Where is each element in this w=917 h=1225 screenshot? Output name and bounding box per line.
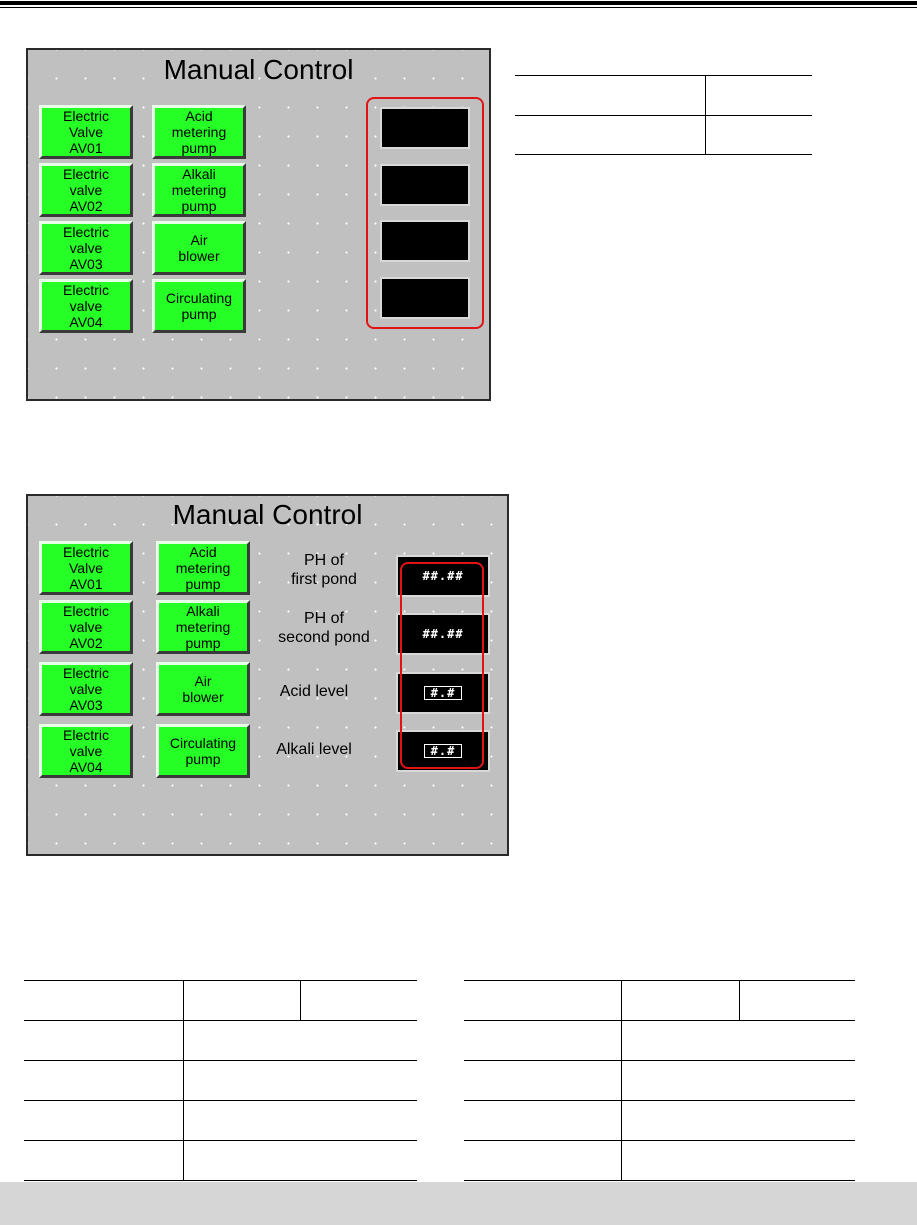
circulating-pump-button[interactable]: Circulating pump [156, 724, 250, 778]
panel-title: Manual Control [163, 54, 354, 85]
electric-valve-av02-button[interactable]: Electric valve AV02 [39, 600, 133, 654]
electric-valve-av01-button[interactable]: Electric Valve AV01 [39, 105, 133, 159]
display-box-1 [380, 107, 470, 149]
electric-valve-av02-button[interactable]: Electric valve AV02 [39, 163, 133, 217]
display-box-2 [380, 164, 470, 206]
highlight-frame [400, 562, 484, 769]
header-rule-thick [0, 1, 917, 5]
header-rule-thin [0, 7, 917, 8]
acid-metering-pump-button[interactable]: Acid metering pump [152, 105, 246, 159]
acid-metering-pump-button[interactable]: Acid metering pump [156, 541, 250, 595]
electric-valve-av03-button[interactable]: Electric valve AV03 [39, 221, 133, 275]
display-box-3 [380, 220, 470, 262]
alkali-level-display: #.# [396, 730, 490, 772]
ph-second-pond-value: ##.## [422, 627, 464, 641]
alkali-level-label: Alkali level [276, 741, 352, 758]
air-blower-button[interactable]: Air blower [156, 662, 250, 716]
alkali-metering-pump-button[interactable]: Alkali metering pump [156, 600, 250, 654]
manual-control-screen-bottom: Manual Control Electric Valve AV01 Elect… [26, 494, 509, 856]
manual-control-screen-top: Manual Control Electric Valve AV01 Elect… [26, 48, 491, 401]
display-box-4 [380, 277, 470, 319]
ph-second-pond-display: ##.## [396, 613, 490, 655]
acid-level-label: Acid level [279, 683, 349, 700]
ph-first-pond-value: ##.## [422, 569, 464, 583]
alkali-level-value: #.# [423, 744, 463, 758]
electric-valve-av03-button[interactable]: Electric valve AV03 [39, 662, 133, 716]
panel-title: Manual Control [172, 499, 363, 530]
highlight-frame [366, 97, 484, 329]
ph-first-pond-label: PH of first pond [291, 552, 357, 588]
ph-second-pond-label: PH of second pond [278, 610, 370, 646]
acid-level-value: #.# [423, 686, 463, 700]
electric-valve-av04-button[interactable]: Electric valve AV04 [39, 724, 133, 778]
electric-valve-av04-button[interactable]: Electric valve AV04 [39, 279, 133, 333]
acid-level-display: #.# [396, 672, 490, 714]
air-blower-button[interactable]: Air blower [152, 221, 246, 275]
electric-valve-av01-button[interactable]: Electric Valve AV01 [39, 541, 133, 595]
footer-bar [0, 1182, 917, 1225]
alkali-metering-pump-button[interactable]: Alkali metering pump [152, 163, 246, 217]
circulating-pump-button[interactable]: Circulating pump [152, 279, 246, 333]
